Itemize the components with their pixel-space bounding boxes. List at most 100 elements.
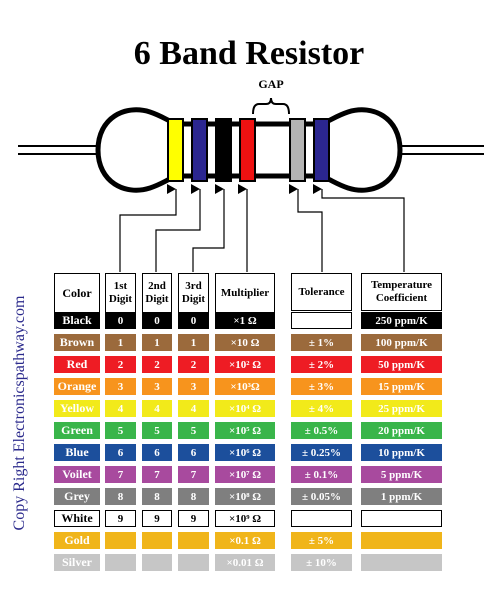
cell-color-name: Black — [54, 312, 100, 329]
cell-temp-coefficient: 50 ppm/K — [361, 356, 442, 373]
cell-digit1: 9 — [105, 510, 136, 527]
cell-digit3: 0 — [178, 312, 209, 329]
leader-band6 — [313, 184, 405, 272]
gap-bracket — [252, 97, 290, 115]
resistor-band-1 — [167, 118, 184, 182]
resistor-band-3 — [215, 118, 232, 182]
cell-temp-coefficient: 5 ppm/K — [361, 466, 442, 483]
cell-tolerance: ± 4% — [291, 400, 352, 417]
cell-temp-coefficient — [361, 532, 442, 549]
cell-multiplier: ×0.1 Ω — [215, 532, 275, 549]
cell-digit2 — [142, 532, 172, 549]
cell-tolerance: ± 10% — [291, 554, 352, 571]
cell-temp-coefficient — [361, 510, 442, 527]
cell-color-name: Silver — [54, 554, 100, 571]
cell-multiplier: ×10⁴ Ω — [215, 400, 275, 417]
cell-multiplier: ×10⁶ Ω — [215, 444, 275, 461]
cell-tolerance — [291, 510, 352, 527]
cell-digit2: 5 — [142, 422, 172, 439]
cell-digit1: 1 — [105, 334, 136, 351]
cell-tolerance: ± 2% — [291, 356, 352, 373]
cell-digit1 — [105, 554, 136, 571]
cell-digit3: 2 — [178, 356, 209, 373]
cell-digit2: 8 — [142, 488, 172, 505]
cell-color-name: Red — [54, 356, 100, 373]
cell-temp-coefficient: 10 ppm/K — [361, 444, 442, 461]
cell-tolerance: ± 0.5% — [291, 422, 352, 439]
cell-digit2: 3 — [142, 378, 172, 395]
cell-color-name: Green — [54, 422, 100, 439]
cell-multiplier: ×10² Ω — [215, 356, 275, 373]
leader-band1 — [119, 184, 177, 272]
cell-tolerance: ± 0.25% — [291, 444, 352, 461]
cell-multiplier: ×10⁸ Ω — [215, 488, 275, 505]
cell-digit2: 9 — [142, 510, 172, 527]
cell-tolerance — [291, 312, 352, 329]
header-tolerance: Tolerance — [291, 273, 352, 311]
cell-digit3: 4 — [178, 400, 209, 417]
gap-label: GAP — [258, 77, 283, 91]
cell-multiplier: ×10 Ω — [215, 334, 275, 351]
cell-temp-coefficient: 25 ppm/K — [361, 400, 442, 417]
cell-tolerance: ± 3% — [291, 378, 352, 395]
cell-digit1: 0 — [105, 312, 136, 329]
cell-digit2 — [142, 554, 172, 571]
cell-digit1: 7 — [105, 466, 136, 483]
cell-digit3 — [178, 532, 209, 549]
cell-tolerance: ± 1% — [291, 334, 352, 351]
cell-digit3: 3 — [178, 378, 209, 395]
cell-digit2: 6 — [142, 444, 172, 461]
cell-digit3: 8 — [178, 488, 209, 505]
cell-multiplier: ×1 Ω — [215, 312, 275, 329]
cell-color-name: White — [54, 510, 100, 527]
cell-temp-coefficient: 15 ppm/K — [361, 378, 442, 395]
cell-digit1: 2 — [105, 356, 136, 373]
cell-digit2: 0 — [142, 312, 172, 329]
cell-tolerance: ± 0.1% — [291, 466, 352, 483]
cell-digit1: 3 — [105, 378, 136, 395]
leader-band5 — [289, 184, 323, 272]
cell-digit3: 5 — [178, 422, 209, 439]
cell-multiplier: ×0.01 Ω — [215, 554, 275, 571]
cell-color-name: Voilet — [54, 466, 100, 483]
cell-temp-coefficient: 100 ppm/K — [361, 334, 442, 351]
resistor-band-4 — [239, 118, 256, 182]
resistor-band-5 — [289, 118, 306, 182]
cell-color-name: Blue — [54, 444, 100, 461]
resistor-band-6 — [313, 118, 330, 182]
cell-color-name: Orange — [54, 378, 100, 395]
cell-digit2: 2 — [142, 356, 172, 373]
cell-color-name: Gold — [54, 532, 100, 549]
cell-multiplier: ×10⁹ Ω — [215, 510, 275, 527]
cell-digit1: 5 — [105, 422, 136, 439]
header-color: Color — [54, 273, 100, 313]
cell-color-name: Grey — [54, 488, 100, 505]
cell-digit1: 4 — [105, 400, 136, 417]
cell-digit3 — [178, 554, 209, 571]
cell-digit2: 7 — [142, 466, 172, 483]
cell-temp-coefficient: 1 ppm/K — [361, 488, 442, 505]
cell-tolerance: ± 0.05% — [291, 488, 352, 505]
cell-temp-coefficient — [361, 554, 442, 571]
cell-digit2: 1 — [142, 334, 172, 351]
cell-digit3: 6 — [178, 444, 209, 461]
header-multiplier: Multiplier — [215, 273, 275, 313]
chart-title: 6 Band Resistor — [133, 35, 365, 72]
cell-color-name: Brown — [54, 334, 100, 351]
cell-tolerance: ± 5% — [291, 532, 352, 549]
cell-digit1: 6 — [105, 444, 136, 461]
cell-digit3: 1 — [178, 334, 209, 351]
cell-multiplier: ×10⁷ Ω — [215, 466, 275, 483]
cell-color-name: Yellow — [54, 400, 100, 417]
cell-temp-coefficient: 20 ppm/K — [361, 422, 442, 439]
leader-band2 — [155, 184, 201, 272]
resistor-band-2 — [191, 118, 208, 182]
cell-digit1 — [105, 532, 136, 549]
cell-digit1: 8 — [105, 488, 136, 505]
cell-multiplier: ×10⁵ Ω — [215, 422, 275, 439]
